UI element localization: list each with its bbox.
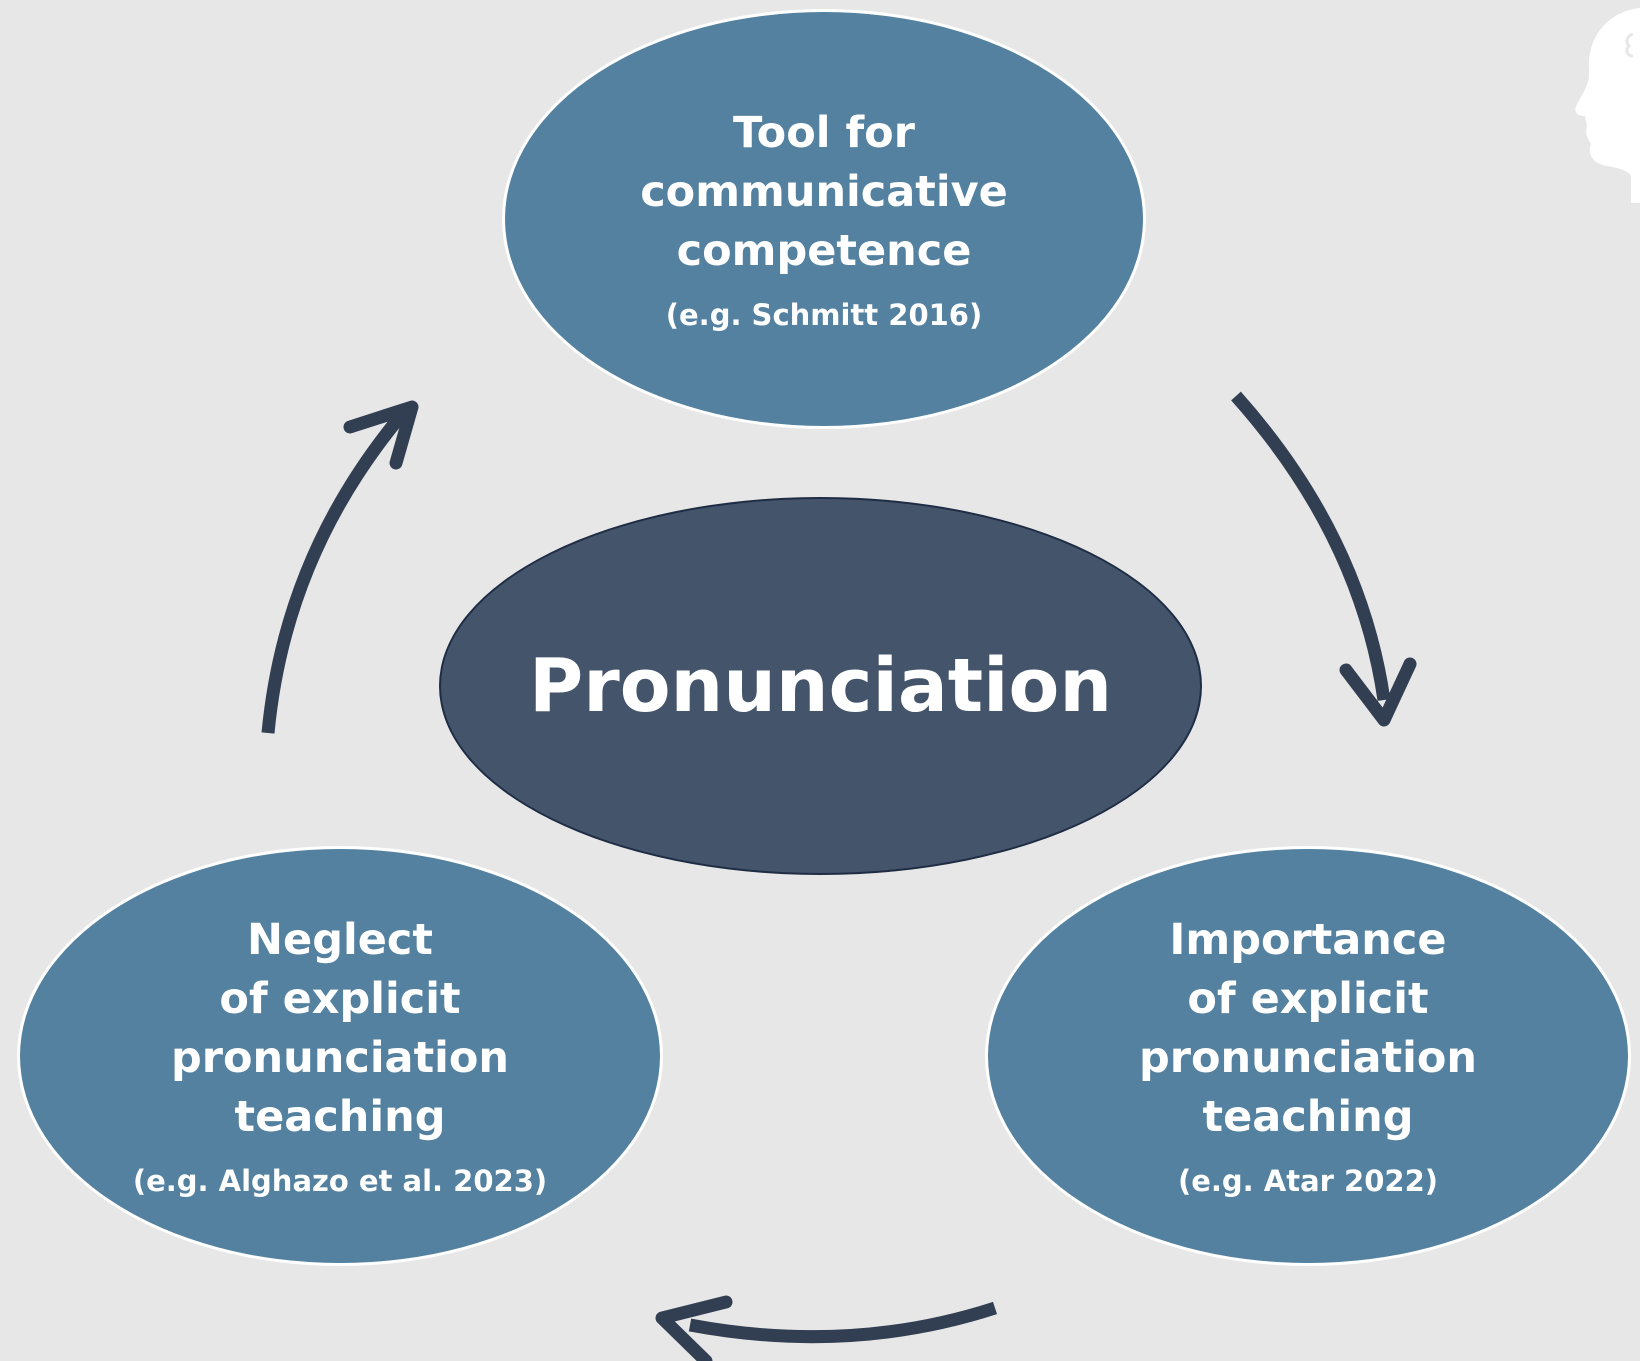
node-right: Importance of explicit pronunciation tea… xyxy=(985,846,1631,1266)
node-top-citation: (e.g. Schmitt 2016) xyxy=(665,297,983,332)
center-title: Pronunciation xyxy=(528,643,1113,729)
node-top: Tool for communicative competence (e.g. … xyxy=(502,9,1146,429)
arrow-left-to-top xyxy=(261,400,419,734)
node-left-title: Neglect of explicit pronunciation teachi… xyxy=(170,915,510,1142)
arrow-right-to-left xyxy=(655,1295,998,1361)
node-left-citation: (e.g. Alghazo et al. 2023) xyxy=(132,1164,548,1198)
node-top-title: Tool for communicative competence xyxy=(640,107,1008,276)
node-right-citation: (e.g. Atar 2022) xyxy=(1177,1164,1439,1198)
head-silhouette-icon xyxy=(1575,8,1640,203)
node-right-title: Importance of explicit pronunciation tea… xyxy=(1138,915,1478,1142)
node-left: Neglect of explicit pronunciation teachi… xyxy=(17,846,663,1266)
arrow-top-to-right xyxy=(1231,391,1417,727)
node-center: Pronunciation xyxy=(439,497,1202,875)
